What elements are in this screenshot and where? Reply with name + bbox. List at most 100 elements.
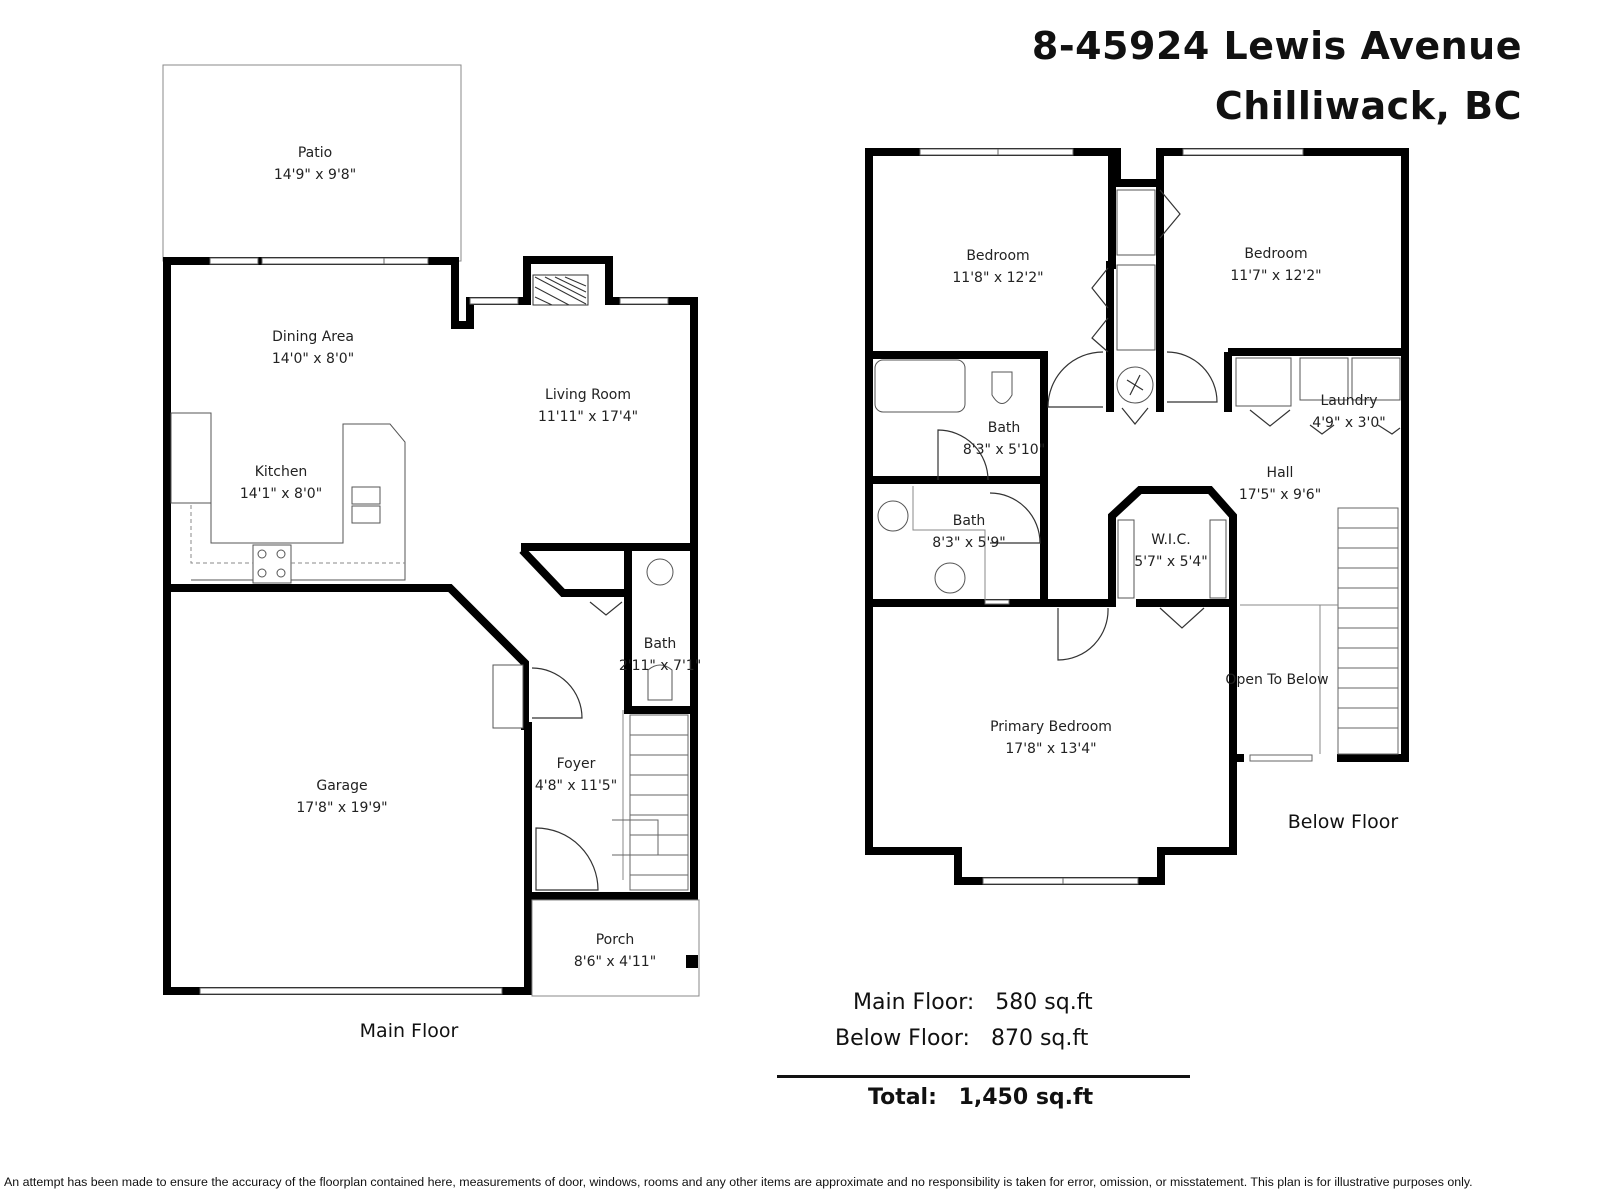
main-west-wall	[163, 257, 532, 995]
total-area-label: Total:	[868, 1085, 937, 1110]
window	[383, 257, 429, 265]
toilet	[647, 664, 673, 701]
bath-wall	[528, 543, 698, 900]
address-line-2: Chilliwack, BC	[1214, 84, 1522, 128]
main-room-name: Living Room	[545, 387, 631, 403]
main-room-dimensions: 14'1" x 8'0"	[240, 486, 322, 502]
below-room-dimensions: 4'9" x 3'0"	[1312, 415, 1385, 431]
main-room-dimensions: 14'9" x 9'8"	[274, 167, 356, 183]
total-area: Total: 1,450 sq.ft	[868, 1085, 1093, 1110]
wic-wall	[1108, 486, 1237, 607]
bath-sink	[646, 558, 674, 586]
closet-door	[1121, 407, 1149, 425]
below-room-dimensions: 17'5" x 9'6"	[1239, 487, 1321, 503]
below-west-wall	[865, 148, 1244, 885]
main-floor-area-value: 580 sq.ft	[995, 990, 1093, 1015]
door-swing	[1047, 351, 1104, 408]
main-room-dimensions: 17'8" x 19'9"	[296, 800, 387, 816]
main-floor-area-label: Main Floor:	[853, 990, 975, 1015]
below-room-name: Bath	[953, 513, 986, 529]
main-exterior-wall	[163, 256, 698, 551]
main-room-dimensions: 2'11" x 7'1"	[619, 658, 701, 674]
closet	[1116, 264, 1156, 351]
disclaimer-text: An attempt has been made to ensure the a…	[4, 1175, 1473, 1189]
below-room-name: Primary Bedroom	[990, 719, 1112, 735]
below-room-dimensions: 11'8" x 12'2"	[952, 270, 1043, 286]
window	[982, 877, 1064, 885]
closet-wall	[519, 547, 627, 597]
bath-inner-wall	[624, 548, 698, 714]
room-labels: Patio 14'9" x 9'8" Dining Area 14'0" x 8'0"…	[240, 145, 1386, 970]
main-room-name: Garage	[316, 778, 367, 794]
below-room-name: Open To Below	[1225, 672, 1328, 688]
address-line-1: 8-45924 Lewis Avenue	[1031, 24, 1522, 68]
below-room-dimensions: 5'7" x 5'4"	[1134, 554, 1207, 570]
closet-door	[589, 601, 623, 616]
below-floor-plan	[865, 148, 1409, 885]
fireplace-hatch	[534, 276, 587, 306]
main-room-name: Porch	[596, 932, 635, 948]
below-floor-area-label: Below Floor:	[835, 1026, 970, 1051]
toilet	[991, 371, 1013, 404]
main-room-name: Dining Area	[272, 329, 354, 345]
below-floor-area-value: 870 sq.ft	[990, 1026, 1089, 1051]
bedroom-bottom-wall	[865, 348, 1409, 484]
closet-door	[1249, 409, 1401, 435]
door-swing	[531, 667, 583, 719]
main-floor-area: Main Floor: 580 sq.ft	[853, 990, 1093, 1015]
main-room-name: Kitchen	[255, 464, 308, 480]
sink-left	[351, 486, 381, 505]
window	[1249, 754, 1313, 762]
closet-door	[1159, 607, 1205, 629]
below-floor-label: Below Floor	[1288, 811, 1399, 833]
main-floor-plan	[162, 64, 700, 997]
dryer	[1351, 357, 1401, 401]
closet-door	[1091, 267, 1109, 353]
door-swing	[535, 827, 599, 891]
below-room-dimensions: 17'8" x 13'4"	[1005, 741, 1096, 757]
stairs	[612, 714, 689, 891]
divider-rule	[777, 1075, 1190, 1078]
main-room-dimensions: 8'6" x 4'11"	[574, 954, 656, 970]
door-swing	[1057, 607, 1109, 661]
bath-sink	[877, 500, 909, 532]
below-room-dimensions: 8'3" x 5'10"	[963, 442, 1045, 458]
garage-wall	[163, 584, 529, 730]
stairs	[1240, 507, 1399, 755]
total-area-value: 1,450 sq.ft	[958, 1085, 1094, 1110]
bath-divider	[865, 476, 1048, 607]
main-room-dimensions: 4'8" x 11'5"	[535, 778, 617, 794]
porch-outline	[531, 899, 700, 997]
window	[919, 148, 999, 156]
window	[469, 297, 519, 305]
fridge	[170, 412, 212, 504]
below-room-name: Laundry	[1320, 393, 1377, 409]
window	[1062, 877, 1139, 885]
door-swing	[1166, 351, 1218, 403]
bathtub	[874, 359, 966, 413]
bath-sink	[934, 562, 966, 594]
window	[261, 257, 385, 265]
below-room-name: Bedroom	[966, 248, 1029, 264]
closet-door	[1159, 189, 1181, 239]
below-room-name: Hall	[1267, 465, 1294, 481]
kitchen-counter	[191, 423, 406, 581]
main-room-dimensions: 14'0" x 8'0"	[272, 351, 354, 367]
main-room-name: Bath	[644, 636, 677, 652]
window	[1182, 148, 1304, 156]
main-floor-label: Main Floor	[360, 1020, 459, 1042]
wall-stub	[1106, 348, 1232, 412]
main-room-name: Foyer	[557, 756, 596, 772]
main-room-name: Patio	[298, 145, 332, 161]
closet	[1116, 189, 1156, 256]
window	[619, 297, 669, 305]
stove	[252, 544, 292, 584]
below-room-dimensions: 8'3" x 5'9"	[932, 535, 1005, 551]
below-floor-area: Below Floor: 870 sq.ft	[835, 1026, 1088, 1051]
window	[199, 987, 503, 995]
washer	[1299, 357, 1349, 401]
below-room-name: Bath	[988, 420, 1021, 436]
below-room-dimensions: 11'7" x 12'2"	[1230, 268, 1321, 284]
bedroom-divider-wall	[1106, 179, 1164, 356]
